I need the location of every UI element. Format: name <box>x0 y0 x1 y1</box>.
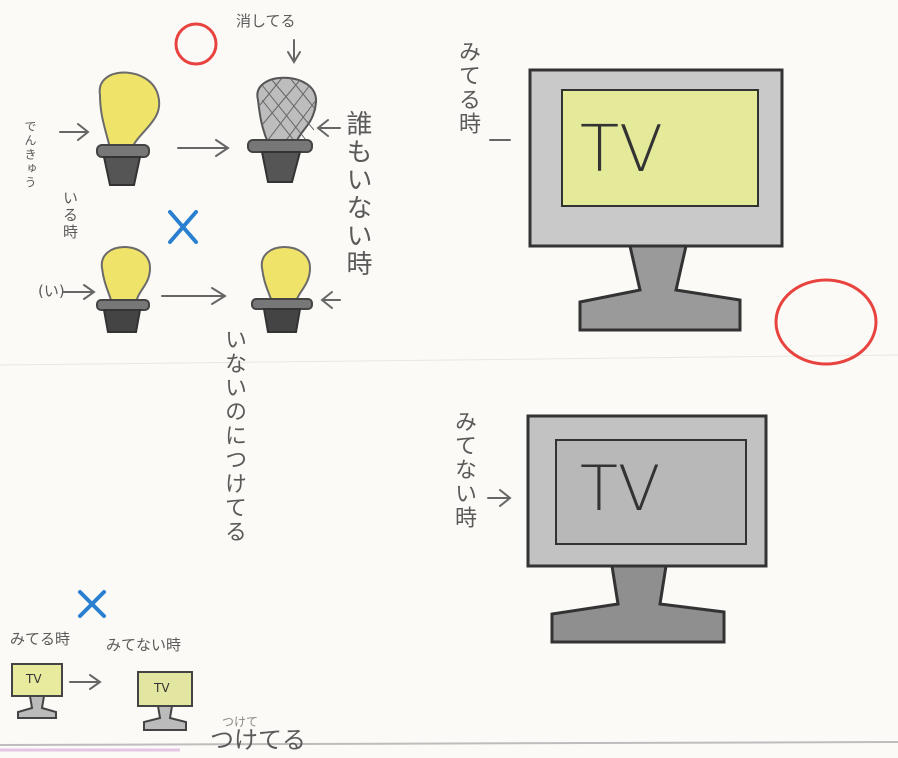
note-not-watching: みてない時 <box>451 410 476 530</box>
mini-label-not-watching: みてない時 <box>106 636 182 654</box>
lightbulb-on-icon-unused <box>251 246 313 333</box>
note-on-while-nobody: いないのにつけてる <box>221 328 246 544</box>
arrow-icon <box>59 39 512 690</box>
correct-mark-tv <box>774 278 878 366</box>
note-watching: みてる時 <box>455 40 480 136</box>
wrong-mark-bulbs <box>168 210 198 244</box>
tv-screen-label-bottom: TV <box>580 452 661 525</box>
correct-mark-top <box>174 22 218 66</box>
note-someone-there: いる時 <box>61 190 79 241</box>
tv-not-watching-icon <box>526 414 768 644</box>
tv-screen-label-top: TV <box>580 113 663 187</box>
label-paren-i: (い) <box>38 282 65 300</box>
lightbulb-off-icon <box>247 76 318 183</box>
note-nobody-there: 誰もいない時 <box>342 110 372 278</box>
note-lightbulb: でんきゅう <box>23 120 37 190</box>
mini-tv-not-watching-icon <box>137 671 193 731</box>
tv-watching-icon <box>528 68 784 332</box>
mini-tv-screen-label-2: TV <box>154 681 170 695</box>
note-turned-off: 消してる <box>236 12 296 30</box>
lightbulb-on-icon <box>96 71 161 186</box>
note-on-small: つけて <box>222 715 259 729</box>
wrong-mark-mini-tv <box>78 590 106 618</box>
mini-tv-screen-label-1: TV <box>26 672 42 686</box>
note-on: つけてる <box>210 726 306 754</box>
mini-tv-watching-icon <box>11 663 63 719</box>
mini-label-watching: みてる時 <box>10 630 71 648</box>
lightbulb-on-icon-small <box>96 246 152 333</box>
